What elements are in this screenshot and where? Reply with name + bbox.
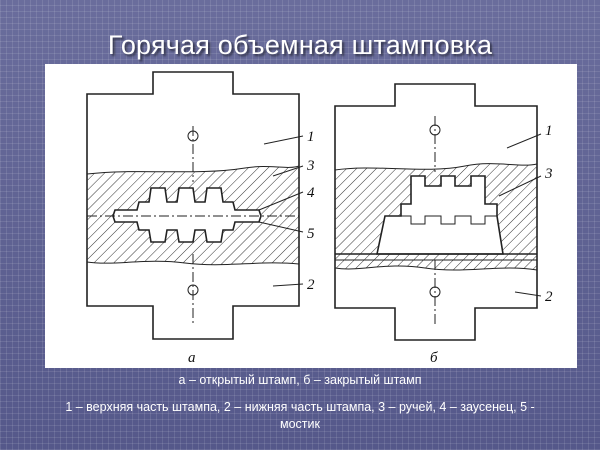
open-die-callout-5: 5 bbox=[307, 226, 315, 242]
open-die-guide-hole-bottom bbox=[187, 284, 199, 296]
closed-die-leader-1 bbox=[506, 133, 542, 149]
closed-die-upper-boundary bbox=[334, 163, 538, 171]
closed-die-forging-cavity bbox=[376, 175, 504, 255]
closed-die-callout-3: 3 bbox=[544, 166, 553, 182]
open-die-lower-boundary bbox=[86, 260, 300, 266]
die-diagram: 1 3 4 5 2 а 1 3 2 bbox=[86, 71, 553, 366]
closed-die-cavity-teeth bbox=[401, 215, 497, 225]
closed-die-lower-boundary bbox=[334, 265, 538, 271]
open-die-callout-4: 4 bbox=[307, 185, 315, 201]
figure-legend: 1 – верхняя часть штампа, 2 – нижняя час… bbox=[65, 400, 535, 431]
open-die-callout-3: 3 bbox=[306, 158, 315, 174]
open-die-callout-2: 2 bbox=[307, 277, 315, 293]
closed-die-leader-2 bbox=[514, 291, 542, 297]
open-die-outline bbox=[86, 71, 300, 340]
open-die-drawing: 1 3 4 5 2 а bbox=[86, 71, 315, 366]
closed-die-callout-1: 1 bbox=[545, 123, 553, 139]
slide-title: Горячая объемная штамповка bbox=[107, 30, 493, 60]
closed-die-outline bbox=[334, 83, 538, 341]
open-die-leader-1 bbox=[263, 135, 304, 145]
closed-die-drawing: 1 3 2 б bbox=[334, 83, 553, 366]
open-die-upper-boundary bbox=[86, 165, 300, 175]
open-die-leader-2 bbox=[272, 283, 304, 287]
figure-panel: 1 3 4 5 2 а 1 3 2 bbox=[45, 64, 577, 368]
closed-die-callout-2: 2 bbox=[545, 289, 553, 305]
figure-caption: а – открытый штамп, б – закрытый штамп bbox=[178, 373, 422, 387]
closed-die-guide-hole-top bbox=[429, 124, 441, 136]
closed-die-guide-hole-bottom bbox=[429, 286, 441, 298]
open-die-leader-4 bbox=[258, 191, 304, 211]
open-die-leader-3 bbox=[272, 165, 304, 177]
closed-die-subfigure-label: б bbox=[430, 350, 438, 366]
open-die-subfigure-label: а bbox=[188, 350, 196, 366]
open-die-leader-5 bbox=[258, 221, 304, 233]
open-die-forging-cavity bbox=[112, 187, 262, 243]
open-die-callout-1: 1 bbox=[307, 129, 315, 145]
closed-die-leader-3 bbox=[498, 175, 542, 197]
open-die-guide-hole-top bbox=[187, 130, 199, 142]
